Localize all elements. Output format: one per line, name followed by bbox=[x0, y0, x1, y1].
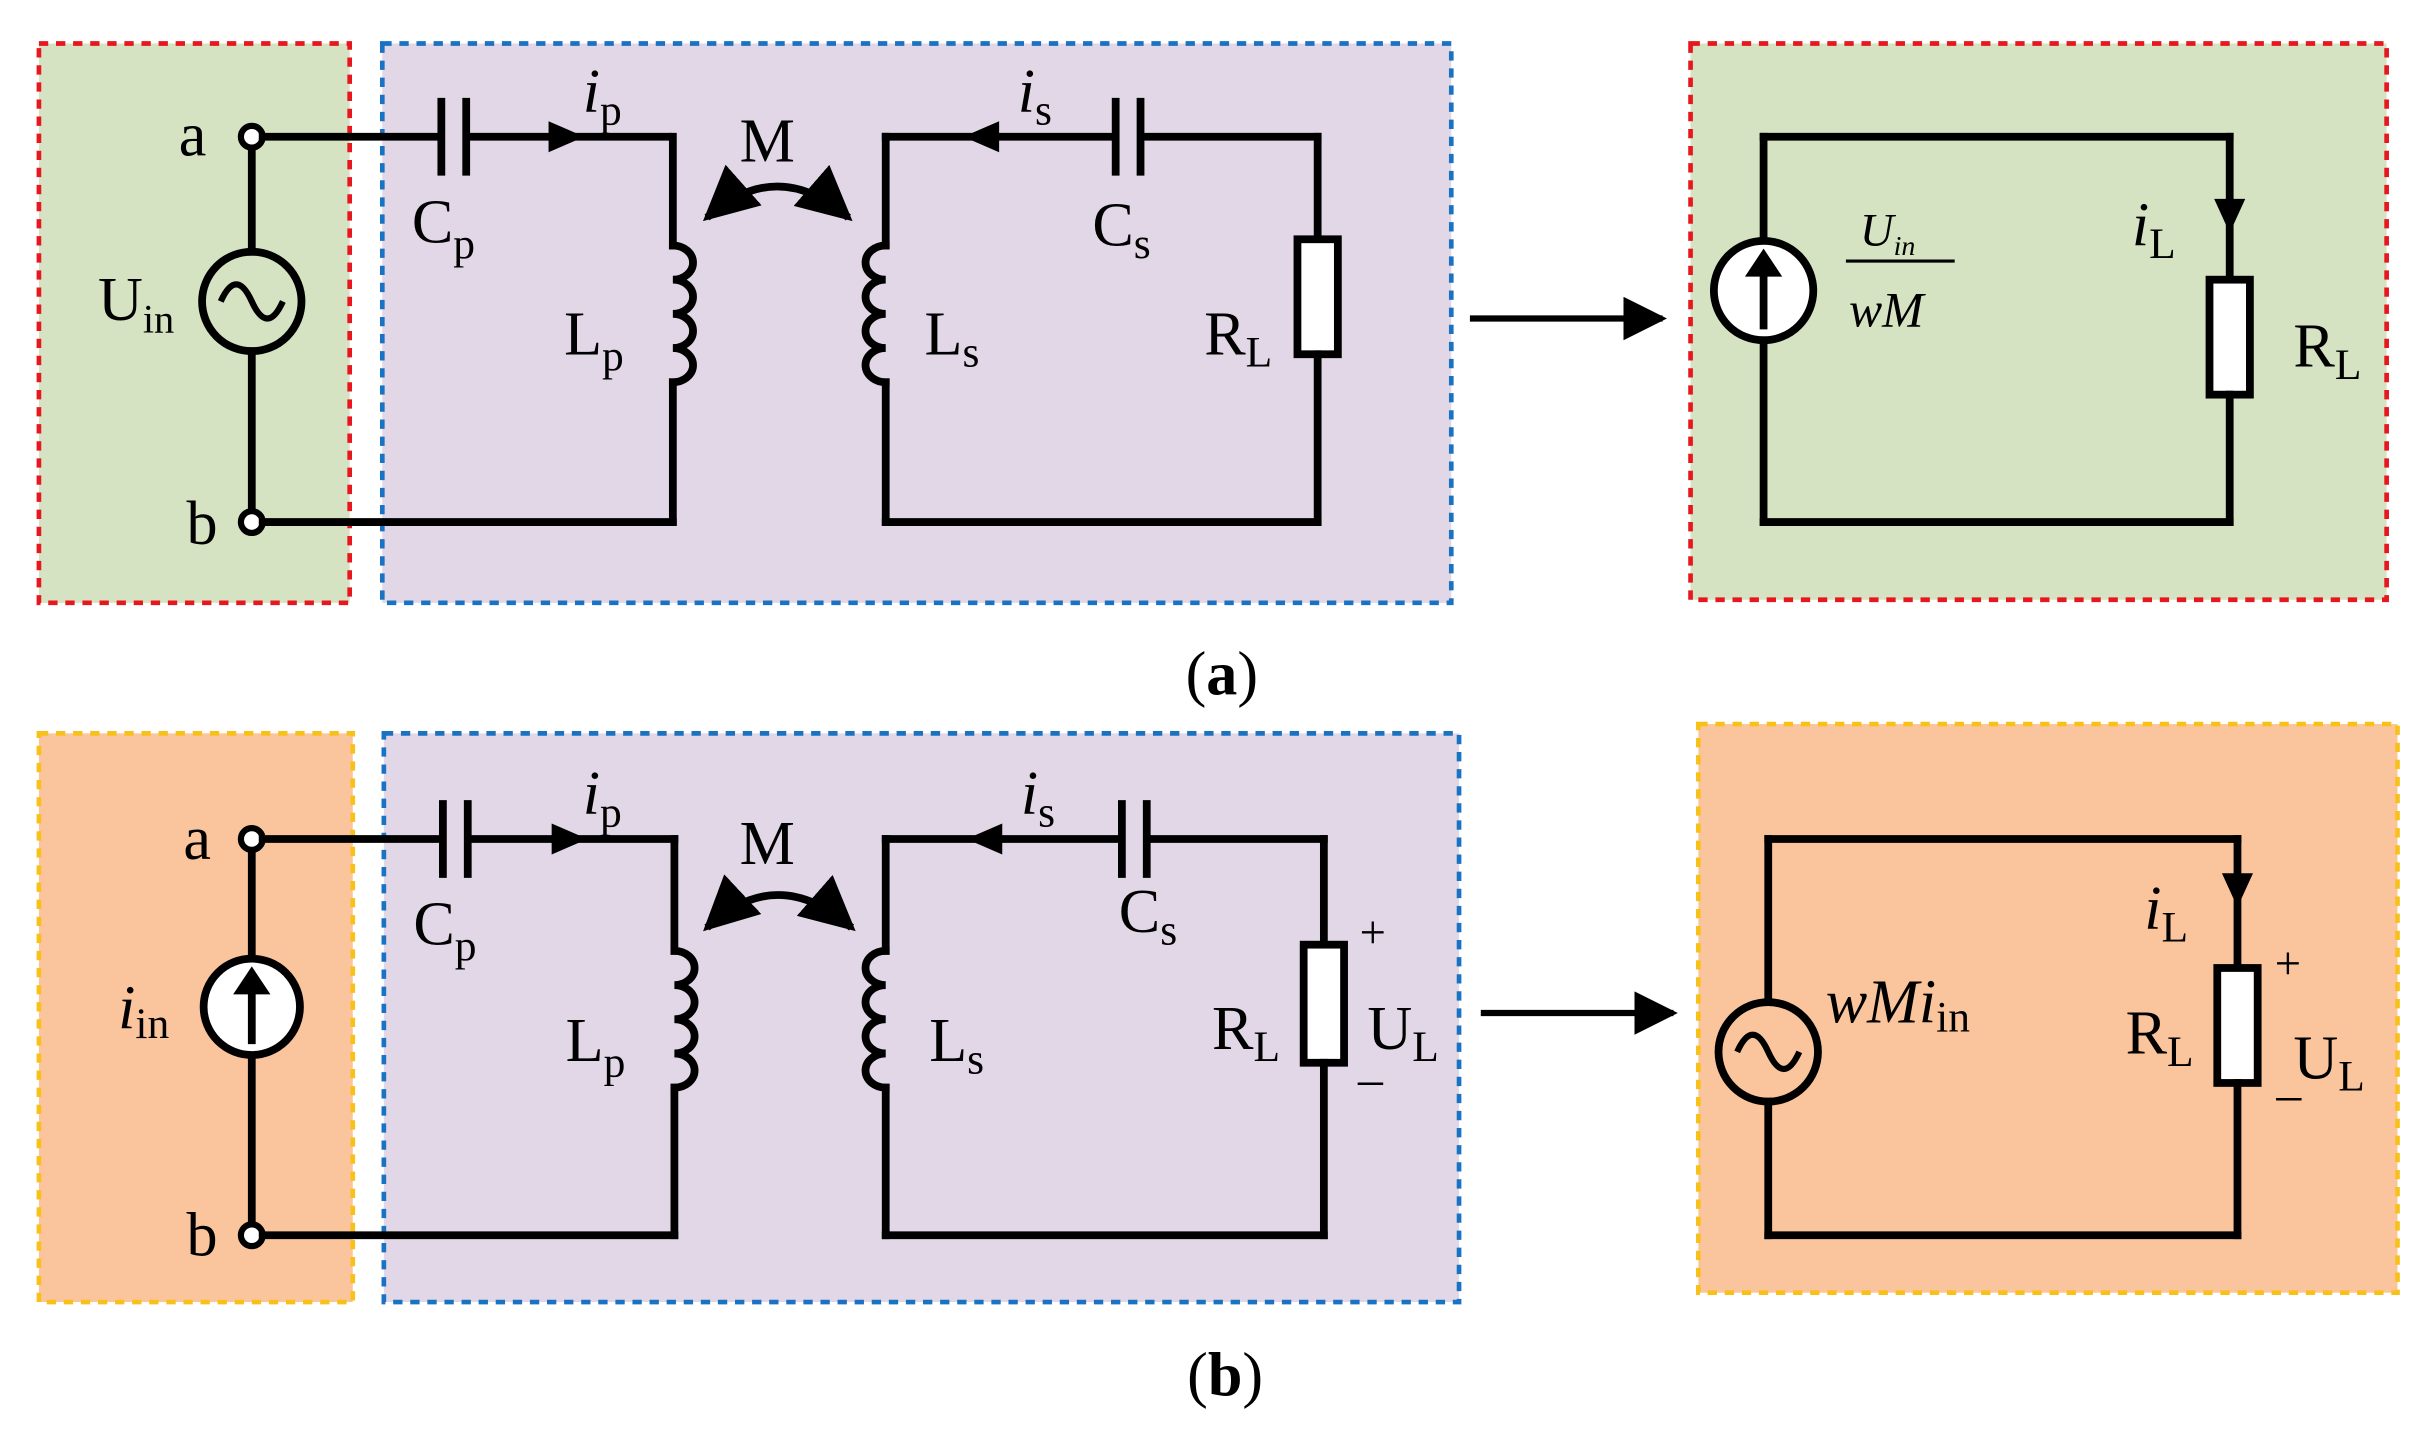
arrow-icon bbox=[966, 823, 1003, 855]
a-eq-numerator: Uin bbox=[1860, 204, 1915, 261]
b-coupler-box bbox=[381, 731, 1462, 1305]
a-is-label: is bbox=[1018, 58, 1052, 134]
resistor-icon bbox=[2205, 275, 2254, 399]
a-ls-label: Ls bbox=[925, 300, 980, 376]
a-cs-label: Cs bbox=[1092, 191, 1150, 267]
a-cp-label: Cp bbox=[412, 188, 475, 268]
arrow-icon bbox=[551, 823, 588, 855]
a-lp-label: Lp bbox=[564, 300, 624, 380]
b-lp-label: Lp bbox=[566, 1007, 626, 1087]
arrow-icon bbox=[963, 121, 1000, 153]
mutual-arrow-icon bbox=[702, 164, 853, 222]
a-rl-label: RL bbox=[1204, 300, 1272, 376]
ac-source-icon bbox=[198, 247, 306, 356]
panel-b bbox=[36, 721, 2400, 1305]
arrow-icon bbox=[2221, 873, 2254, 908]
b-cs-label: Cs bbox=[1119, 878, 1177, 954]
caption-b: (b) bbox=[1187, 1341, 1263, 1409]
b-ul-minus: – bbox=[1357, 1051, 1384, 1106]
b-ul-plus: + bbox=[1360, 907, 1386, 959]
b-node-b-label: b bbox=[187, 1201, 218, 1269]
a-eq-denominator: wM bbox=[1849, 282, 1926, 337]
b-eq-ul-minus: – bbox=[2275, 1067, 2302, 1122]
b-eq-rl-label: RL bbox=[2126, 999, 2194, 1075]
b-eq-il-label: iL bbox=[2144, 875, 2188, 951]
current-source-icon bbox=[199, 954, 304, 1059]
arrow-icon bbox=[548, 121, 585, 153]
b-m-label: M bbox=[740, 810, 795, 878]
panel-b-labels: a b iin Cp ip M Lp is Cs Ls RL + UL – wM… bbox=[118, 760, 2365, 1409]
a-node-b-label: b bbox=[187, 490, 218, 558]
a-node-a-label: a bbox=[179, 101, 207, 169]
arrow-icon bbox=[2214, 198, 2246, 234]
b-eq-ul-plus: + bbox=[2275, 938, 2301, 990]
resistor-icon bbox=[1293, 235, 1342, 359]
inductor-icon bbox=[861, 947, 890, 1092]
b-node-a-label: a bbox=[183, 805, 211, 873]
b-is-label: is bbox=[1021, 760, 1055, 836]
a-m-label: M bbox=[740, 108, 795, 176]
panel-a bbox=[36, 41, 2389, 606]
inductor-icon bbox=[670, 947, 699, 1092]
caption-a: (a) bbox=[1186, 641, 1258, 709]
b-cp-label: Cp bbox=[413, 891, 476, 971]
b-source-label: iin bbox=[118, 975, 169, 1048]
b-eq-ul-label: UL bbox=[2293, 1024, 2364, 1100]
a-eq-il-label: iL bbox=[2132, 191, 2176, 267]
b-eq-source-label: wMiin bbox=[1826, 968, 1971, 1041]
inductor-icon bbox=[861, 241, 890, 387]
inductor-icon bbox=[668, 241, 697, 387]
a-source-label: Uin bbox=[98, 266, 174, 341]
b-ip-label: ip bbox=[583, 760, 622, 836]
resistor-icon bbox=[1299, 940, 1348, 1067]
panel-a-labels: a b Uin Cp ip M Lp is Cs Ls RL Uin wM iL… bbox=[98, 58, 2361, 709]
b-ls-label: Ls bbox=[929, 1007, 984, 1083]
current-source-icon bbox=[1709, 236, 1818, 345]
mutual-arrow-icon bbox=[703, 874, 856, 932]
b-ul-label: UL bbox=[1367, 995, 1438, 1071]
b-rl-label: RL bbox=[1212, 995, 1280, 1071]
resistor-icon bbox=[2213, 964, 2262, 1087]
b-equivalent-box bbox=[1695, 721, 2400, 1296]
a-ip-label: ip bbox=[583, 58, 622, 134]
a-eq-rl-label: RL bbox=[2293, 313, 2361, 389]
